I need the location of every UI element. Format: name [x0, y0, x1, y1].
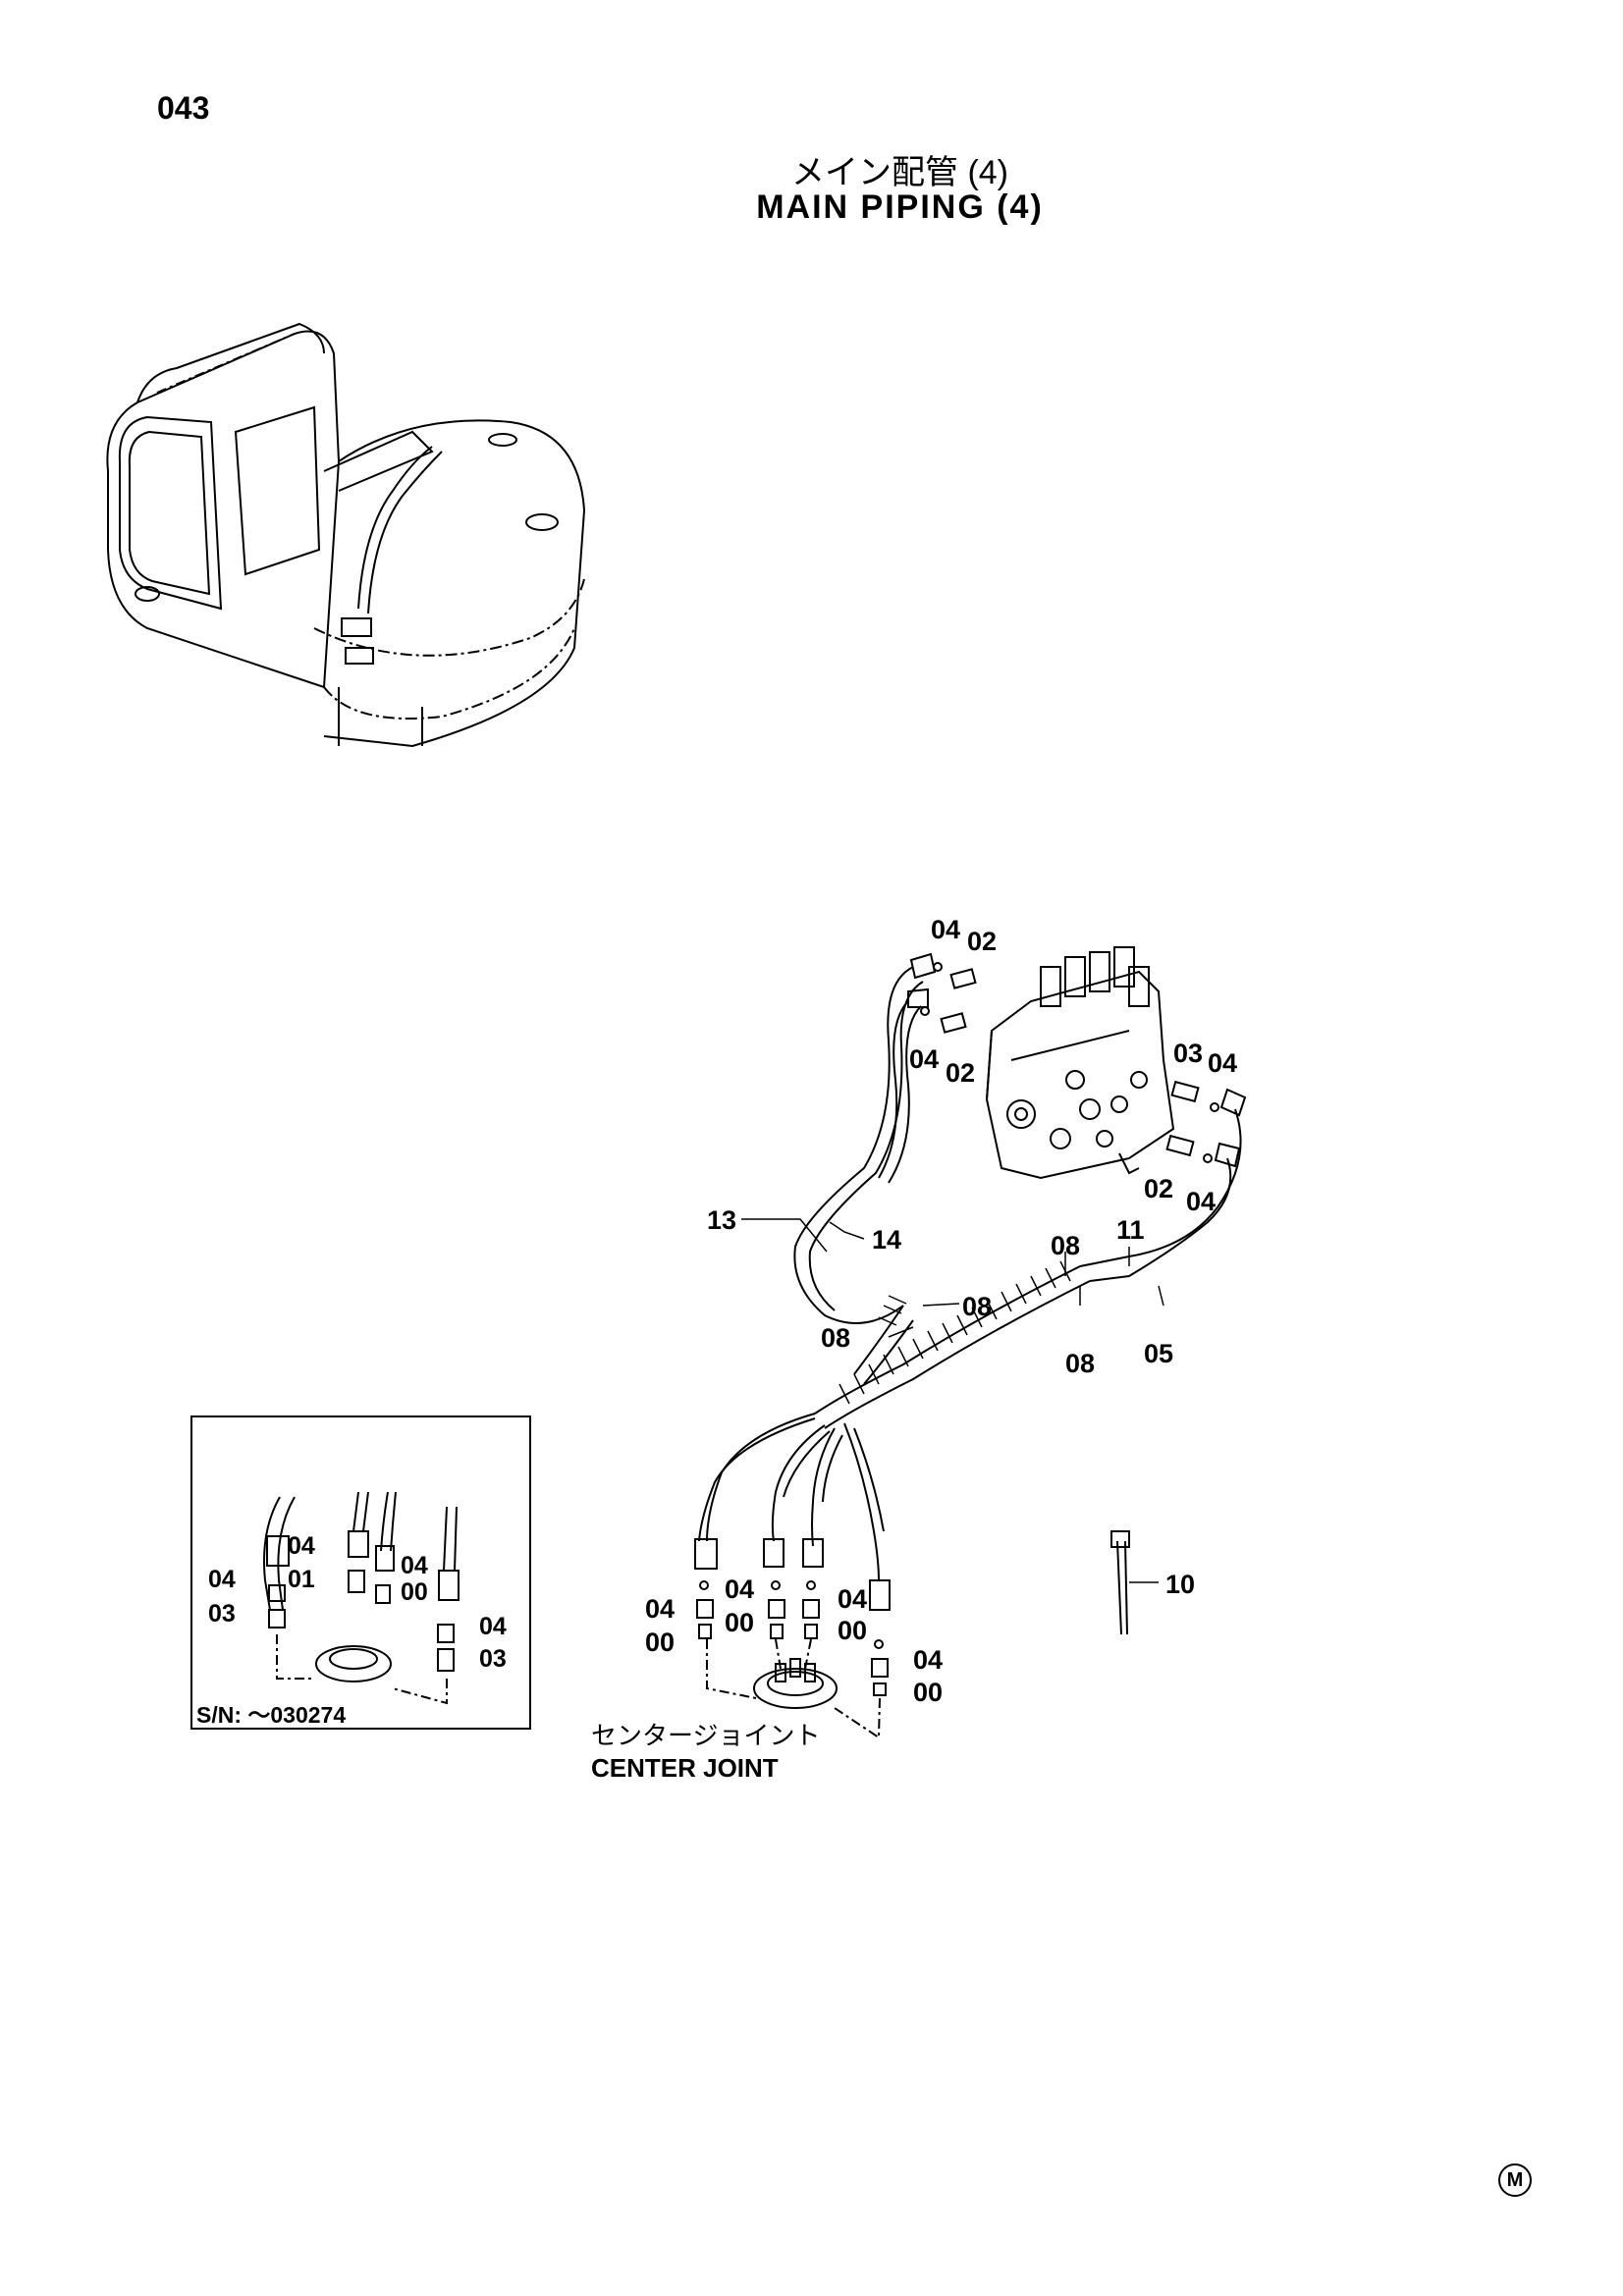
inset-callout-04a: 04: [208, 1566, 236, 1593]
callout-04a: 04: [931, 915, 960, 944]
callout-03c: 03: [1173, 1039, 1203, 1068]
callout-m04b: 04: [725, 1575, 754, 1604]
center-joint-label-en: CENTER JOINT: [591, 1753, 779, 1783]
callout-02b: 02: [946, 1058, 975, 1088]
callout-08b: 08: [962, 1292, 992, 1321]
inset-callout-00: 00: [401, 1578, 428, 1606]
inset-callout-04b: 04: [288, 1532, 315, 1560]
page-title-jp: メイン配管 (4): [791, 154, 1008, 191]
callout-02a: 02: [967, 927, 997, 956]
callout-04d: 04: [1186, 1187, 1216, 1216]
corner-mark-icon: M: [1498, 2163, 1532, 2197]
callout-m04d: 04: [913, 1645, 943, 1675]
center-joint-label-jp: センタージョイント: [591, 1721, 821, 1750]
callout-m00d: 00: [913, 1678, 943, 1707]
callout-m04a: 04: [645, 1594, 675, 1624]
callout-11: 11: [1116, 1215, 1145, 1245]
callout-08c: 08: [821, 1323, 850, 1353]
callout-08d: 08: [1065, 1349, 1095, 1378]
callout-04b: 04: [909, 1044, 939, 1074]
callout-m00c: 00: [838, 1616, 867, 1645]
inset-callout-03b: 03: [479, 1645, 507, 1673]
callout-m00a: 00: [645, 1628, 675, 1657]
page-number: 043: [157, 90, 210, 126]
inset-callout-01: 01: [288, 1566, 315, 1593]
callout-08a: 08: [1051, 1231, 1080, 1260]
page-title-en: MAIN PIPING (4): [756, 188, 1044, 226]
callout-13: 13: [707, 1205, 736, 1235]
inset-callout-03a: 03: [208, 1600, 236, 1628]
callout-05: 05: [1144, 1339, 1173, 1368]
callout-m00b: 00: [725, 1608, 754, 1637]
inset-callout-04d: 04: [479, 1613, 507, 1640]
control-valve-illustration: [907, 946, 1247, 1180]
callout-m04c: 04: [838, 1584, 867, 1614]
excavator-illustration: [106, 322, 586, 748]
callout-14: 14: [872, 1225, 901, 1255]
hose-assembly: [694, 966, 1242, 1739]
leader-lines: [741, 1218, 1164, 1583]
inset-serial-number: S/N: ～030274: [196, 1702, 347, 1728]
callout-10: 10: [1165, 1570, 1195, 1599]
inset-callout-04c: 04: [401, 1552, 428, 1579]
callout-labels: 04 02 04 02 03 04 02 04 13 14 08 11 08 0…: [208, 915, 1237, 1707]
callout-04c: 04: [1208, 1048, 1237, 1078]
inset-frame: [190, 1415, 531, 1730]
callout-02d: 02: [1144, 1174, 1173, 1203]
